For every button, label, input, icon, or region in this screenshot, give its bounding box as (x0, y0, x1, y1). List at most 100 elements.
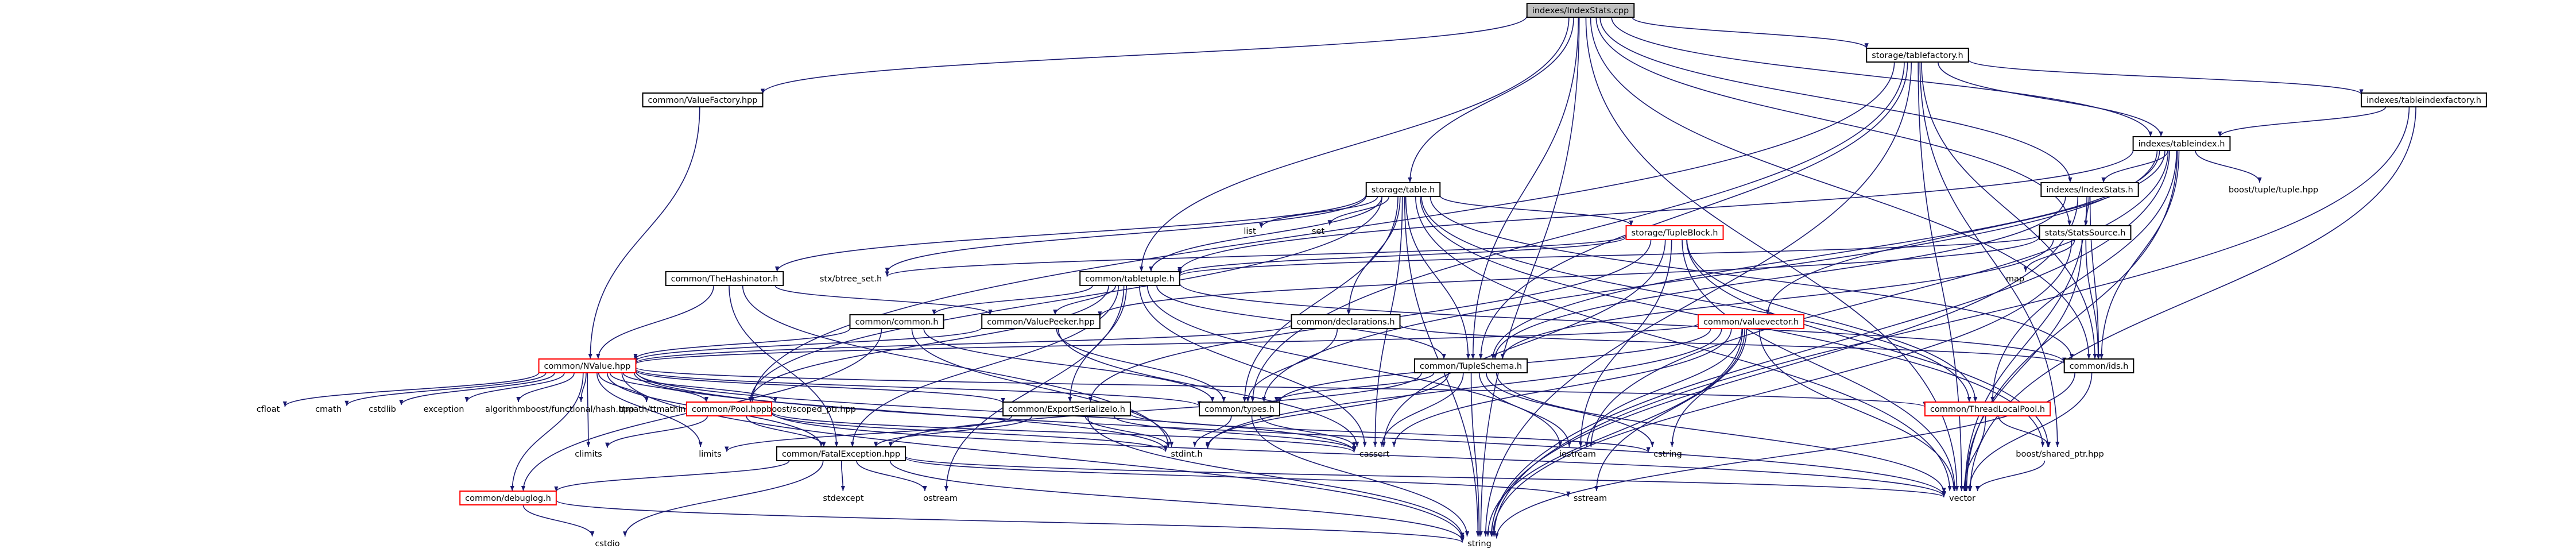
edge-types-to-string (1251, 415, 1470, 537)
edge-ids-to-vector (1967, 372, 2093, 492)
edge-pool-to-cassert (771, 411, 1357, 453)
node-box (2039, 225, 2132, 240)
node-exportserializeio[interactable]: common/ExportSerializeIo.h (1002, 401, 1131, 416)
node-types[interactable]: common/types.h (1199, 401, 1280, 416)
edge-tabletuple-to-commoncommon (932, 285, 1093, 315)
node-box (642, 92, 764, 107)
node-label: indexes/IndexStats.h (2046, 186, 2133, 195)
edge-nvalue-to-string (621, 372, 1465, 540)
node-box (1365, 182, 1441, 197)
node-stxbtree: stx/btree_set.h (820, 275, 882, 284)
edge-storage_tablefactory-to-ids (1921, 61, 2097, 360)
node-commoncommon[interactable]: common/common.h (849, 314, 944, 329)
edge-nvalue-to-threadlocalpool (635, 366, 1927, 408)
edge-root-to-ids (1590, 17, 2091, 360)
edge-tableindexfactory-to-vector (1968, 106, 2416, 492)
node-label: cstdlib (369, 405, 396, 414)
edge-storage_tablefactory-to-types (1250, 61, 1905, 403)
edge-pool-to-vector (771, 412, 1946, 497)
edge-valuepeeker-to-cassert (1057, 328, 1359, 447)
edge-valuefactory-to-nvalue (588, 106, 700, 360)
node-thehashinator[interactable]: common/TheHashinator.h (665, 271, 784, 286)
node-label: common/types.h (1204, 405, 1275, 414)
node-box (538, 358, 637, 373)
node-tuple-hpp: boost/tuple/tuple.hpp (2229, 186, 2318, 195)
edge-storage_table-to-threadlocalpool (1421, 196, 1971, 403)
node-declarations[interactable]: common/declarations.h (1291, 314, 1401, 329)
node-label: ttmath/ttmathint.h (619, 405, 697, 414)
edge-tabletuple-to-cassert (1138, 285, 1367, 447)
node-label: common/Pool.hpp (692, 405, 766, 414)
node-cstring: cstring (1653, 450, 1682, 459)
node-root[interactable]: indexes/IndexStats.cpp (1526, 3, 1635, 18)
node-tupleblock[interactable]: storage/TupleBlock.h (1625, 225, 1724, 240)
node-label: common/declarations.h (1296, 318, 1394, 327)
edge-valuevector-to-vector (1758, 328, 1957, 492)
node-label: map (2006, 275, 2024, 284)
node-climits: climits (575, 450, 602, 459)
edge-valuevector-to-string (1486, 328, 1744, 537)
edge-tupleschema-to-vector (1496, 372, 1946, 493)
node-label: exception (424, 405, 464, 414)
edge-tupleschema-to-iostream (1478, 372, 1571, 447)
edge-nvalue-to-vector (635, 370, 1946, 496)
edge-thehashinator-to-stdint (742, 285, 1171, 447)
edge-fatalexception-to-cstdio (623, 460, 824, 537)
edge-tupleschema-to-cassert (1380, 372, 1464, 447)
node-box (981, 314, 1101, 329)
edge-root-to-storage_tablefactory (1632, 17, 1869, 49)
node-valuepeeker[interactable]: common/ValuePeeker.hpp (981, 314, 1101, 329)
node-indexstats-h[interactable]: indexes/IndexStats.h (2040, 182, 2139, 197)
node-label: boost/scoped_ptr.hpp (766, 405, 856, 414)
edge-tupleschema-to-string (1470, 372, 1482, 537)
edge-tableindex-to-tabletuple (1177, 149, 2134, 272)
node-tupleschema[interactable]: common/TupleSchema.h (1413, 358, 1528, 373)
node-ids[interactable]: common/ids.h (2063, 358, 2135, 373)
edge-nvalue-to-limits (596, 372, 703, 447)
node-box (459, 491, 557, 505)
edge-statssource-to-map (2023, 239, 2075, 272)
node-box (1291, 314, 1401, 329)
node-valuefactory[interactable]: common/ValueFactory.hpp (642, 92, 764, 107)
edge-exportserializeio-to-cassert (1113, 415, 1357, 451)
edge-declarations-to-nvalue (634, 324, 1292, 364)
edge-fatalexception-to-vector (905, 455, 1946, 498)
node-fatalexception[interactable]: common/FatalException.hpp (776, 446, 907, 461)
edge-storage_table-to-ids (1430, 196, 2074, 360)
edge-tableindexfactory-to-string (1492, 106, 2410, 537)
node-pool[interactable]: common/Pool.hpp (685, 401, 773, 416)
node-cmath: cmath (315, 405, 342, 414)
edge-tupleschema-to-fatalexception (888, 372, 1422, 447)
edge-storage_table-to-pool (748, 196, 1382, 403)
edge-tupleblock-to-iostream (1578, 239, 1672, 447)
edge-storage_table-to-tupleblock (1439, 195, 1633, 226)
node-threadlocalpool[interactable]: common/ThreadLocalPool.h (1924, 401, 2051, 416)
node-tableindexfactory[interactable]: indexes/tableindexfactory.h (2361, 92, 2487, 107)
node-storage-tablefactory[interactable]: storage/tablefactory.h (1866, 48, 1969, 63)
node-tabletuple[interactable]: common/tabletuple.h (1079, 271, 1180, 286)
node-map: map (2006, 275, 2024, 284)
node-label: ostream (923, 494, 958, 503)
edge-storage_tablefactory-to-sharedptr (1919, 61, 2060, 447)
node-label: common/ThreadLocalPool.h (1930, 405, 2045, 414)
node-debuglog[interactable]: common/debuglog.h (459, 491, 557, 505)
node-box (1625, 225, 1724, 240)
node-cstdlib: cstdlib (369, 405, 396, 414)
node-label: storage/table.h (1372, 186, 1435, 195)
node-storage-table[interactable]: storage/table.h (1365, 182, 1441, 197)
node-string: string (1467, 539, 1492, 549)
edge-indexstats_h-to-tupleschema (1493, 196, 2066, 360)
node-label: indexes/tableindexfactory.h (2366, 96, 2481, 105)
edge-tupleschema-to-stdint (1206, 372, 1449, 447)
node-box (1079, 271, 1180, 286)
node-box (1526, 3, 1635, 18)
node-box (1199, 401, 1280, 416)
edge-nvalue-to-cassert (635, 371, 1357, 452)
node-nvalue[interactable]: common/NValue.hpp (538, 358, 637, 373)
node-statssource[interactable]: stats/StatsSource.h (2039, 225, 2132, 240)
edge-pool-to-climits (605, 415, 708, 448)
edge-root-to-indexstats_h (1599, 17, 2073, 183)
node-tableindex[interactable]: indexes/tableindex.h (2132, 136, 2231, 151)
node-valuevector[interactable]: common/valuevector.h (1697, 314, 1805, 329)
edge-types-to-stdint (1192, 415, 1232, 447)
